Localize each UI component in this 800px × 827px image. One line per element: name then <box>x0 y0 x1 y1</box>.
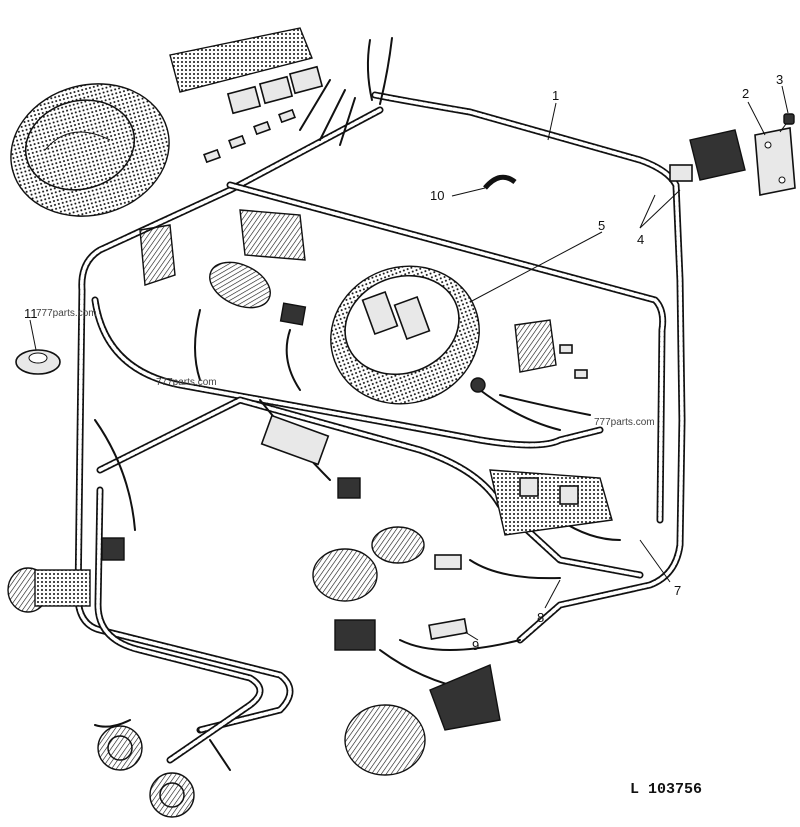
mounting-plate <box>754 127 796 196</box>
left-side-parts <box>7 537 195 818</box>
callout-4: 4 <box>637 232 644 247</box>
callout-7: 7 <box>674 583 681 598</box>
relay-connectors <box>226 65 324 115</box>
callout-11: 11 <box>24 306 38 321</box>
gauge-cluster <box>10 83 170 217</box>
lower-components <box>260 414 501 776</box>
callout-9: 9 <box>472 638 479 653</box>
cable-clip <box>483 174 517 190</box>
central-gauge <box>330 265 486 405</box>
fuse-panel <box>489 469 613 536</box>
grommet <box>15 349 61 375</box>
callout-1: 1 <box>552 88 559 103</box>
watermark-right: 777parts.com <box>594 417 655 428</box>
drawing-reference: L 103756 <box>630 781 702 798</box>
terminal-leads <box>203 108 296 164</box>
leader-lines <box>29 85 789 641</box>
switch-assembly <box>139 209 307 326</box>
callout-3: 3 <box>776 72 783 87</box>
watermarks: 777parts.com 777parts.com 777parts.com <box>36 308 655 428</box>
watermark-left: 777parts.com <box>36 308 97 319</box>
callout-8: 8 <box>537 610 544 625</box>
watermark-center: 777parts.com <box>156 377 217 388</box>
right-switch <box>514 319 588 379</box>
screw <box>779 113 795 133</box>
callout-5: 5 <box>598 218 605 233</box>
fuse-block <box>169 27 313 93</box>
callouts: 1 2 3 4 5 7 8 9 10 11 <box>24 72 783 653</box>
main-harness <box>74 91 686 764</box>
callout-10: 10 <box>430 188 444 203</box>
rear-connector <box>669 129 746 182</box>
callout-2: 2 <box>742 86 749 101</box>
